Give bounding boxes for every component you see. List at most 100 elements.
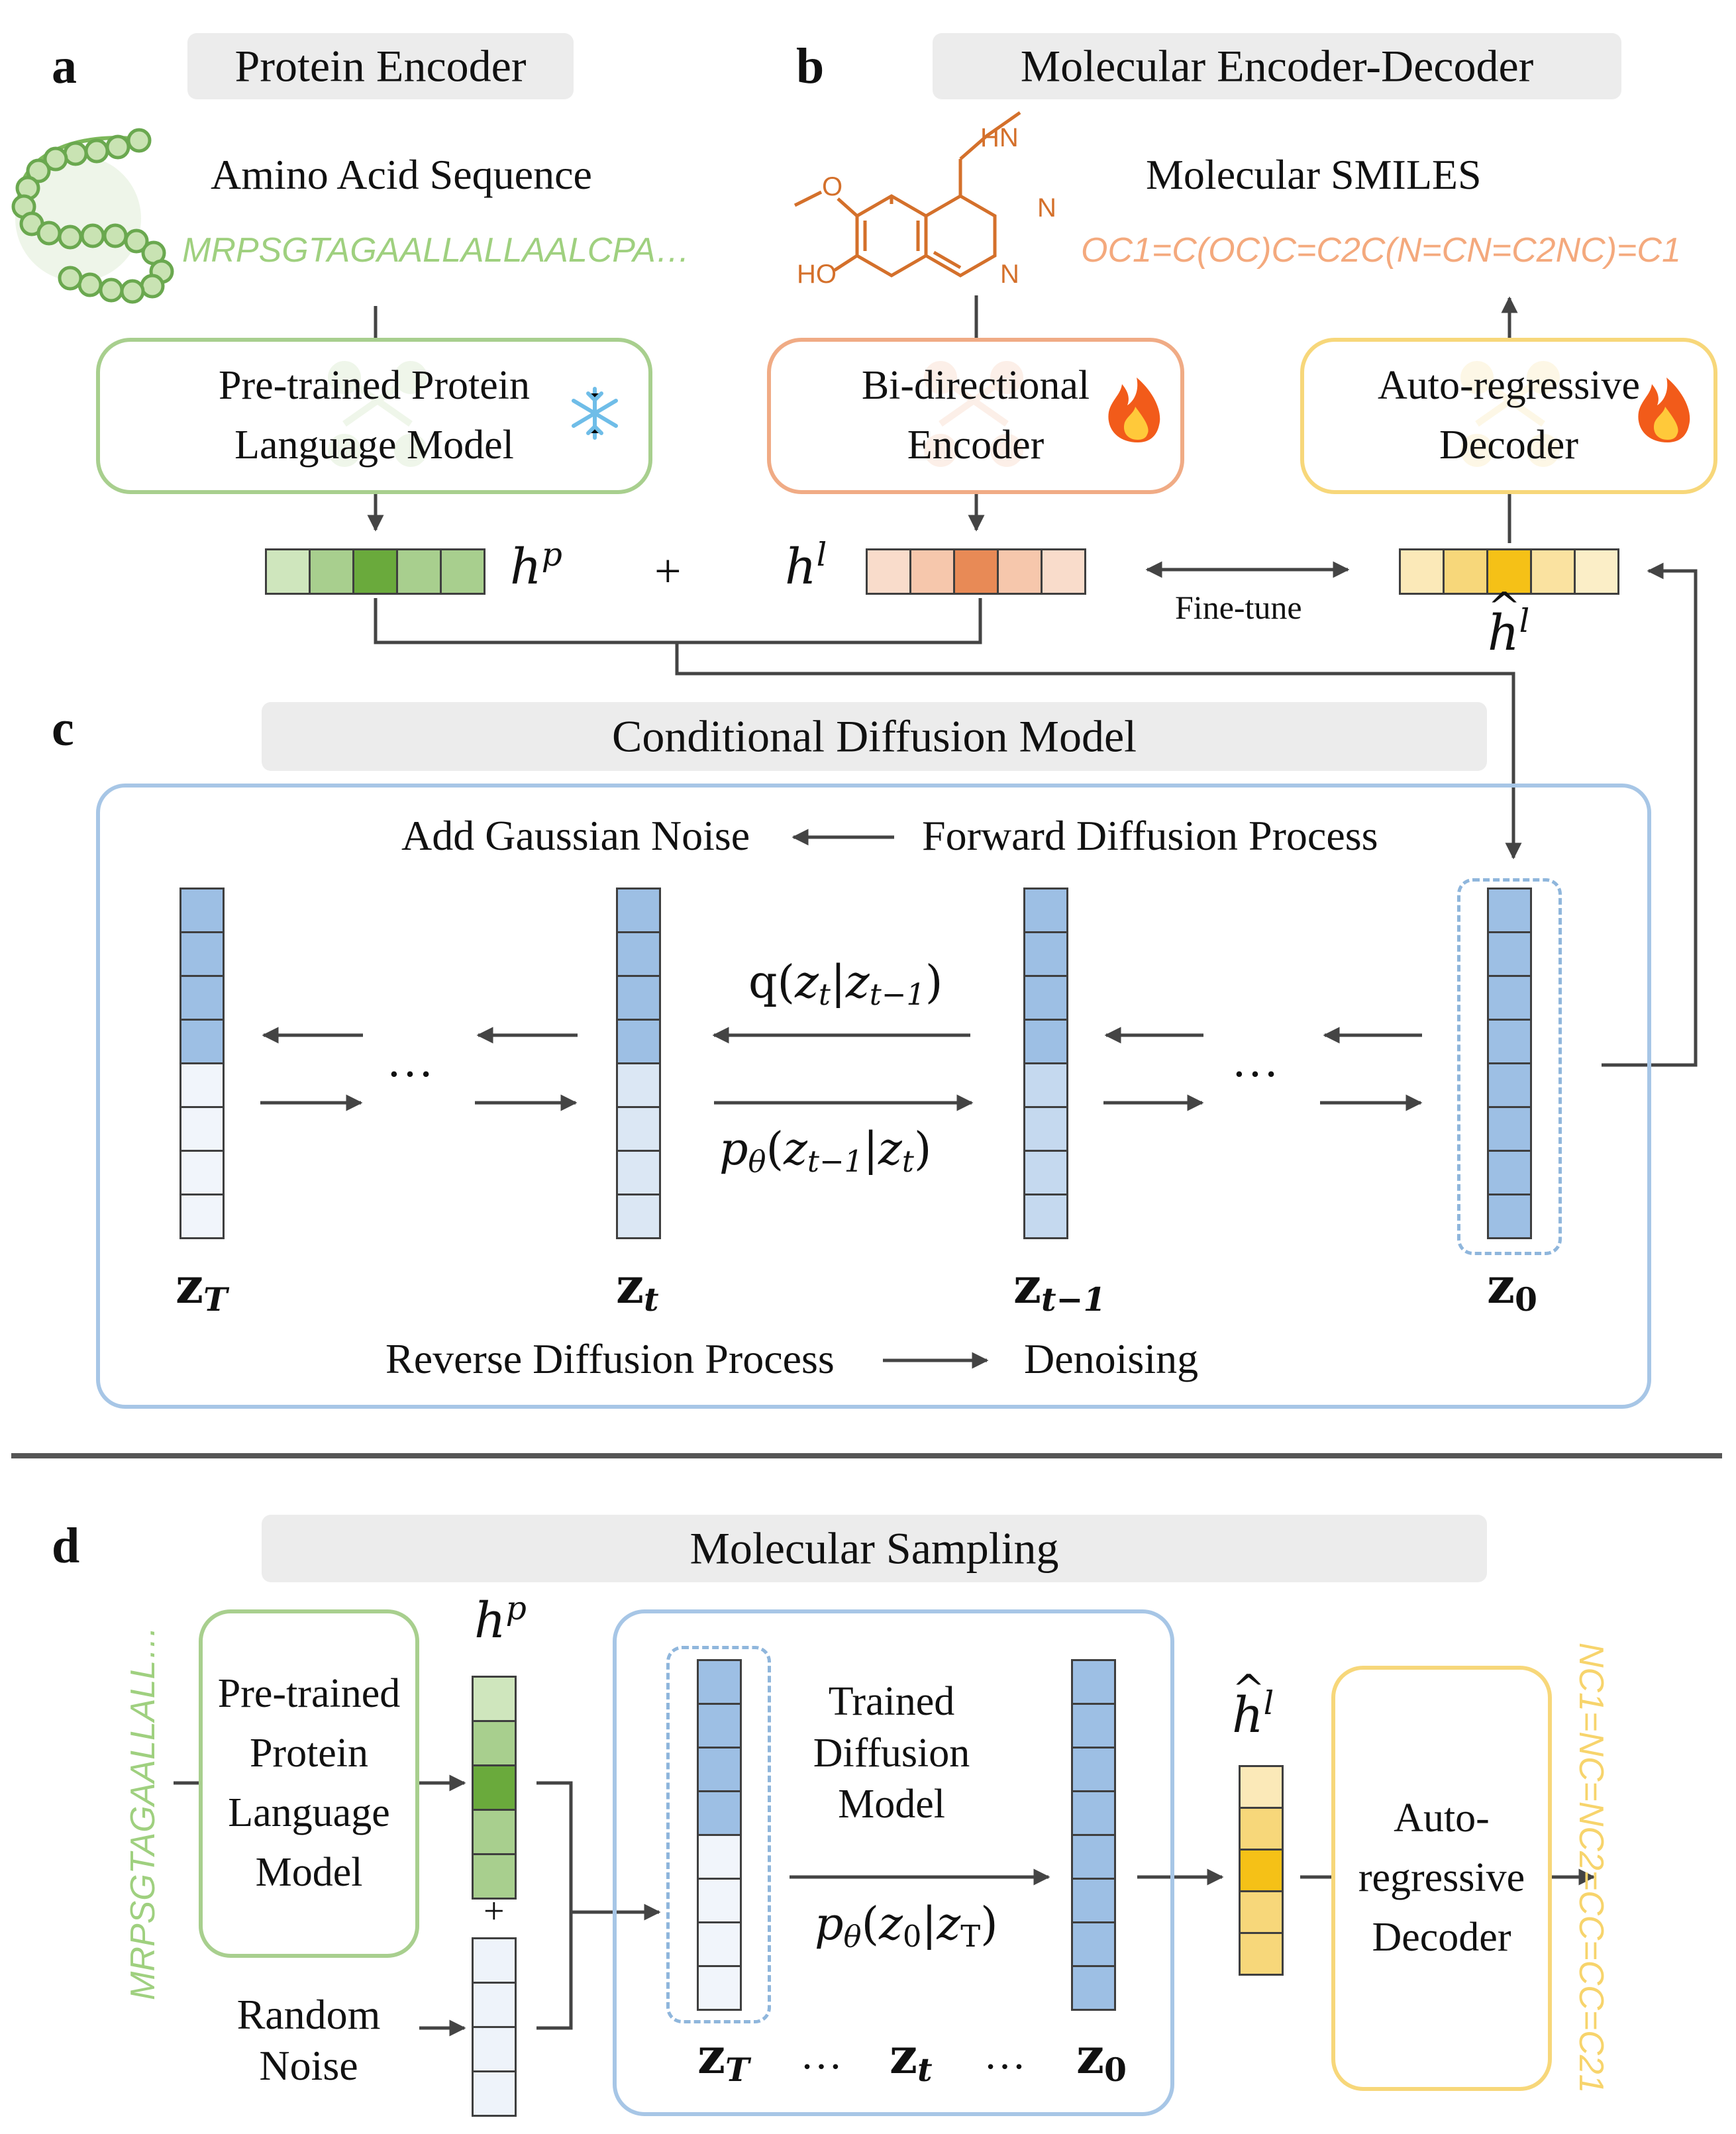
vector-cell (472, 1937, 517, 1984)
molecular-encoder-decoder-header: Molecular Encoder-Decoder (933, 33, 1621, 99)
amino-acid-bead (36, 221, 62, 246)
vector-cell (1023, 1019, 1068, 1064)
protein-chain-icon (11, 128, 174, 304)
vector-cell (309, 548, 354, 595)
ellipsis-right: … (1231, 1034, 1279, 1087)
amino-acid-bead (120, 279, 145, 304)
vector-cell (179, 1019, 225, 1064)
vector-cell (1071, 1834, 1116, 1880)
vector-cell (1239, 1849, 1284, 1892)
vector-cell (1530, 548, 1576, 595)
plus-sign-d: + (484, 1891, 505, 1932)
z0-highlight-box (1457, 878, 1562, 1255)
protein-encoder-title: Protein Encoder (234, 40, 527, 91)
atom-n2: N (1000, 260, 1019, 289)
pretrained-protein-lm-box: Pre-trained Protein Language Model (96, 338, 652, 494)
molecular-encoder-decoder-title: Molecular Encoder-Decoder (1020, 40, 1534, 91)
vector-cell (179, 931, 225, 977)
bidirectional-encoder-box: Bi-directional Encoder (767, 338, 1184, 494)
trained-diffusion-box: Trained Diffusion Model (613, 1609, 1174, 2116)
amino-acid-bead (77, 272, 103, 297)
condition-to-z0-arrow (675, 642, 1522, 860)
hl-label: hl (785, 536, 827, 595)
vector-cell (1487, 1194, 1532, 1239)
flame-icon (1638, 378, 1690, 442)
pretrained-protein-lm-box-d: Pre-trained Protein Language Model (199, 1609, 419, 1958)
vector-cell (1487, 1019, 1532, 1064)
z0-label-d: z0 (1076, 2028, 1127, 2090)
zt-label: zt (616, 1258, 659, 1319)
ellipsis-d-left: … (800, 2031, 842, 2078)
vector-cell (1487, 888, 1532, 933)
diffusion-model-title: Conditional Diffusion Model (611, 711, 1137, 762)
vector-cell (1023, 888, 1068, 933)
amino-acid-bead (140, 274, 165, 299)
input-sequence-vertical: MRPSGTAGAALLALL… (124, 1625, 162, 2000)
amino-acid-bead (127, 128, 152, 153)
vector-cell (1443, 548, 1488, 595)
atom-hydroxyl: HO (797, 260, 837, 289)
atom-amine: HN (980, 123, 1019, 152)
molecular-sampling-header: Molecular Sampling (262, 1515, 1487, 1582)
flame-icon (1108, 378, 1160, 442)
p-transition-label: pθ(zt−1|zt) (719, 1123, 932, 1180)
vector-cell (472, 2026, 517, 2072)
hhat-label-d: h^l (1232, 1666, 1274, 1744)
ellipsis-left: … (386, 1034, 434, 1087)
vector-cell (997, 548, 1043, 595)
vector-cell (616, 1062, 661, 1108)
forward-diffusion-label: Forward Diffusion Process (922, 812, 1378, 859)
vector-cell (697, 1747, 742, 1792)
vector-cell (472, 1764, 517, 1811)
autoregressive-decoder-box-d: Auto-regressive Decoder (1331, 1666, 1552, 2091)
amino-acid-bead (103, 223, 128, 248)
vector-cell (1071, 1659, 1116, 1705)
autoregressive-decoder-label: Auto-regressive Decoder (1378, 363, 1640, 468)
z0-label: z0 (1487, 1258, 1538, 1319)
p-sampling-label: pθ(z0|zT) (815, 1898, 998, 1955)
finetune-label: Fine-tune (1175, 589, 1302, 626)
vector-cell (616, 975, 661, 1021)
vector-cell (616, 888, 661, 933)
molecular-smiles-label: Molecular SMILES (1146, 151, 1482, 198)
vector-cell (472, 1853, 517, 1900)
amino-acid-bead (58, 266, 83, 291)
trained-diffusion-label: Trained Diffusion Model (813, 1679, 970, 1827)
vector-cell (1239, 1932, 1284, 1976)
panel-letter-b: b (796, 38, 825, 94)
vector-cell (697, 1921, 742, 1967)
vector-cell (179, 1150, 225, 1195)
snowflake-icon (572, 387, 618, 440)
vector-cell (616, 1106, 661, 1152)
vector-cell (616, 931, 661, 977)
amino-acid-bead (80, 223, 105, 248)
vector-cell (1023, 1150, 1068, 1195)
atom-methoxy-o: O (822, 172, 843, 201)
network-watermark-icon (328, 361, 1560, 467)
random-noise-label: Random Noise (236, 1991, 381, 2089)
vector-cell (396, 548, 442, 595)
output-smiles-vertical: NC1=NC=NC2=CC=CC=C21 (1572, 1643, 1610, 2094)
vector-cell (1071, 1965, 1116, 2011)
vector-cell (1023, 1194, 1068, 1239)
vector-cell (1023, 931, 1068, 977)
diffusion-model-header: Conditional Diffusion Model (262, 702, 1487, 771)
hhat-label: h^l (1488, 584, 1530, 662)
amino-acid-bead (99, 278, 124, 303)
vector-cell (352, 548, 398, 595)
vector-cell (1071, 1747, 1116, 1792)
vector-cell (179, 1106, 225, 1152)
add-gaussian-noise-label: Add Gaussian Noise (401, 812, 750, 859)
amino-acid-bead (84, 138, 109, 164)
vector-cell (616, 1019, 661, 1064)
vector-cell (1071, 1921, 1116, 1967)
reverse-diffusion-label: Reverse Diffusion Process (385, 1335, 835, 1382)
vector-cell (909, 548, 955, 595)
vector-cell (1239, 1765, 1284, 1809)
amino-acid-bead (58, 225, 83, 250)
vector-cell (616, 1194, 661, 1239)
vector-cell (1071, 1703, 1116, 1749)
vector-cell (179, 888, 225, 933)
